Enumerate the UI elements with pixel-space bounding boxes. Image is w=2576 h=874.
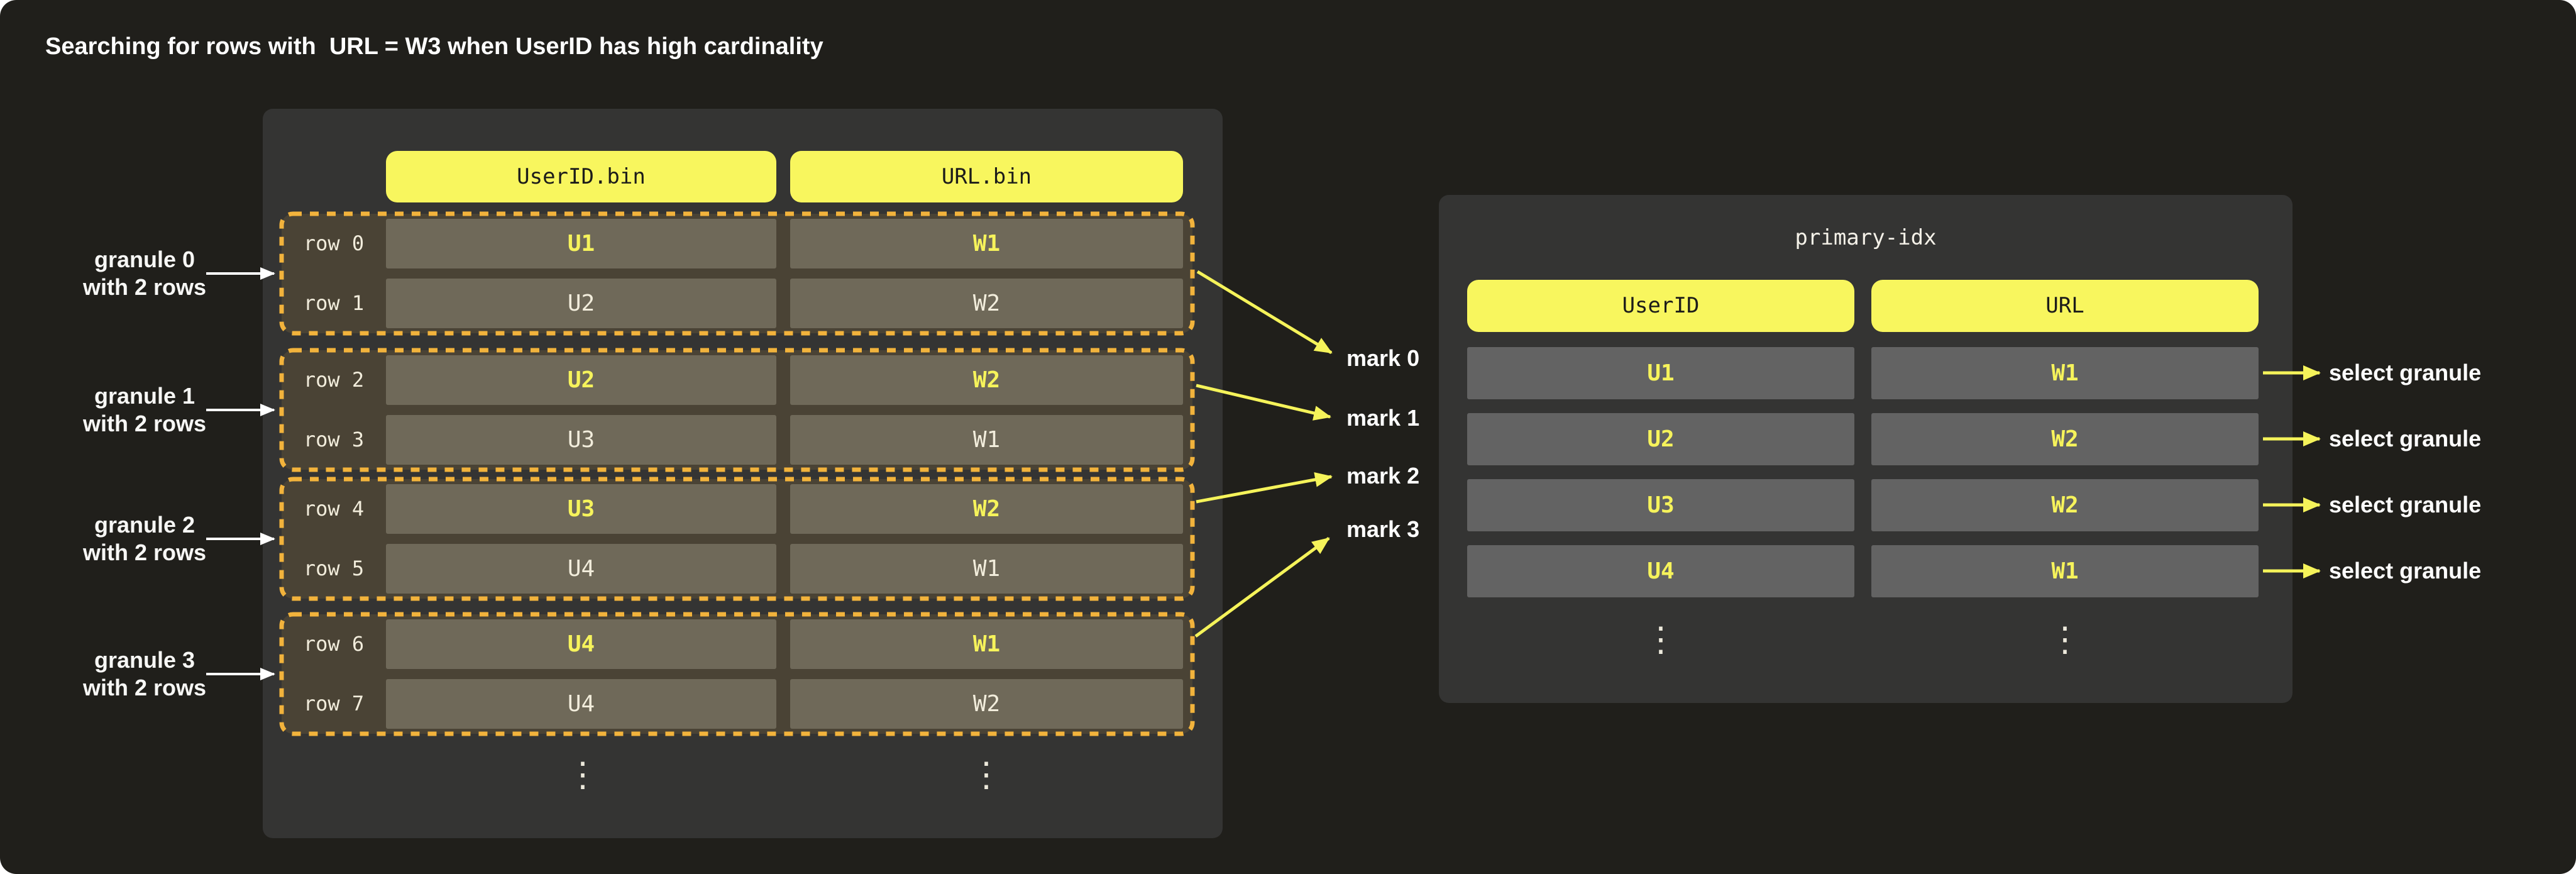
idx-cell-url: W1 (1871, 347, 2259, 399)
bin-cell-url: W2 (790, 355, 1183, 405)
granule-1-label-line2: with 2 rows (82, 411, 207, 436)
bin-cell-userid: U3 (386, 415, 776, 465)
idx-cell-userid: U1 (1467, 347, 1854, 399)
granule-2-label-line2: with 2 rows (82, 539, 207, 565)
bin-cell-userid: U3 (386, 484, 776, 534)
idx-cell-userid: U2 (1467, 413, 1854, 465)
row-label: row 7 (303, 692, 365, 716)
bin-cell-userid: U1 (386, 219, 776, 268)
idx-cell-userid: U4 (1467, 545, 1854, 597)
granule-3-label-line2: with 2 rows (82, 675, 207, 700)
idx-cell-url: W2 (1871, 413, 2259, 465)
row-label: row 1 (303, 291, 365, 315)
granule-0-label-line2: with 2 rows (82, 274, 207, 300)
userid-bin-header: UserID.bin (386, 151, 776, 202)
bin-cell-url: W1 (790, 219, 1183, 268)
url-bin-header: URL.bin (790, 151, 1183, 202)
bin-cell-userid: U4 (386, 619, 776, 669)
bin-cell-url: W2 (790, 484, 1183, 534)
granule-0-label: granule 0 with 2 rows (69, 246, 220, 301)
granule-1-label: granule 1 with 2 rows (69, 382, 220, 438)
ellipsis-url-bin: ⋮ (969, 756, 1003, 794)
select-granule-2-label: select granule (2329, 492, 2482, 517)
row-label: row 5 (303, 556, 365, 580)
bin-cell-userid: U2 (386, 355, 776, 405)
granule-1-label-line1: granule 1 (94, 383, 195, 409)
bin-cell-url: W1 (790, 544, 1183, 594)
diagram-title: Searching for rows with URL = W3 when Us… (45, 33, 823, 60)
select-granule-0-label: select granule (2329, 360, 2482, 385)
url-idx-header: URL (1871, 280, 2259, 332)
bin-cell-userid: U2 (386, 279, 776, 328)
row-label: row 2 (303, 368, 365, 392)
granule-3-label: granule 3 with 2 rows (69, 646, 220, 702)
bin-cell-url: W2 (790, 279, 1183, 328)
bin-cell-userid: U4 (386, 679, 776, 729)
bin-cell-userid: U4 (386, 544, 776, 594)
row-label: row 3 (303, 428, 365, 451)
row-label: row 6 (303, 632, 365, 656)
row-label: row 0 (303, 231, 365, 255)
granule-0-label-line1: granule 0 (94, 246, 195, 272)
ellipsis-url-idx: ⋮ (2048, 621, 2082, 658)
userid-idx-header: UserID (1467, 280, 1854, 332)
select-granule-1-label: select granule (2329, 426, 2482, 451)
mark-2-label: mark 2 (1346, 463, 1420, 489)
bin-cell-url: W2 (790, 679, 1183, 729)
mark-1-label: mark 1 (1346, 405, 1420, 431)
primary-idx-title: primary-idx (1795, 225, 1937, 250)
row-label: row 4 (303, 497, 365, 521)
idx-cell-url: W2 (1871, 479, 2259, 531)
mark-0-label: mark 0 (1346, 345, 1420, 371)
ellipsis-userid-idx: ⋮ (1644, 621, 1678, 658)
bin-cell-url: W1 (790, 619, 1183, 669)
select-granule-3-label: select granule (2329, 558, 2482, 584)
idx-cell-userid: U3 (1467, 479, 1854, 531)
idx-cell-url: W1 (1871, 545, 2259, 597)
ellipsis-userid-bin: ⋮ (566, 756, 600, 794)
granule-3-label-line1: granule 3 (94, 647, 195, 673)
granule-2-label: granule 2 with 2 rows (69, 511, 220, 567)
granule-2-label-line1: granule 2 (94, 512, 195, 538)
mark-3-label: mark 3 (1346, 516, 1420, 542)
bin-cell-url: W1 (790, 415, 1183, 465)
